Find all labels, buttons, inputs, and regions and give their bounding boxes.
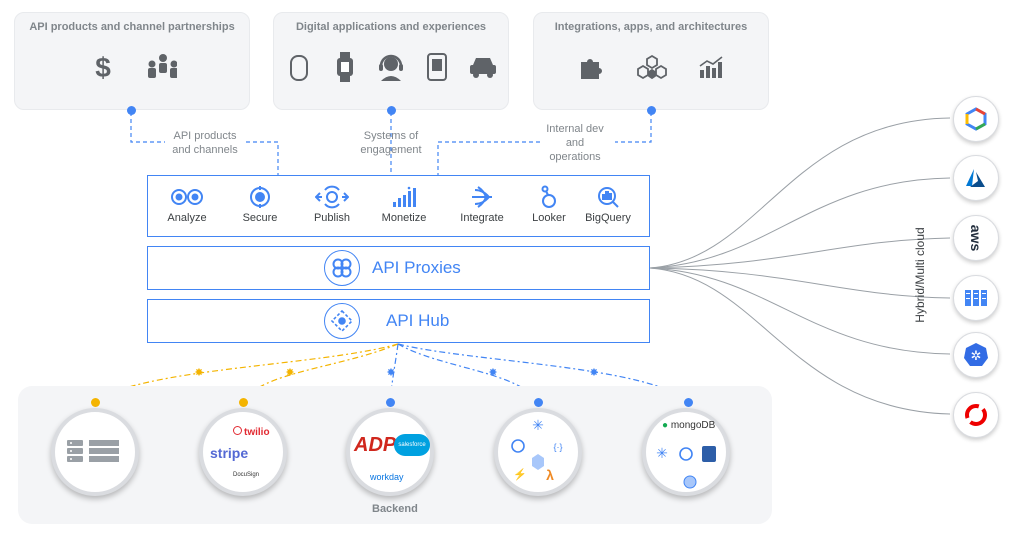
svg-text:λ: λ xyxy=(546,467,554,483)
top-box-digital-apps: Digital applications and experiences xyxy=(273,12,509,110)
top-box-title: API products and channel partnerships xyxy=(29,21,235,33)
connector-dot xyxy=(386,398,395,407)
top-box-title: Digital applications and experiences xyxy=(295,21,487,33)
connector-dot xyxy=(534,398,543,407)
capability-secure[interactable]: Secure xyxy=(230,184,290,224)
dollar-icon: $ xyxy=(87,51,119,83)
capability-looker[interactable]: Looker xyxy=(519,184,579,224)
connector-dot xyxy=(91,398,100,407)
backend-cloud-services[interactable]: ✳ {·} ⚡ λ xyxy=(494,408,582,496)
aws-icon[interactable]: aws xyxy=(953,215,999,261)
connector-gear-icon: ✸ xyxy=(488,367,497,379)
docusign-logo: DocuSign xyxy=(233,472,260,478)
capabilities-panel: Analyze Secure Publish Monetize Integrat… xyxy=(147,175,650,237)
smartwatch-icon xyxy=(329,51,361,83)
api-hub-band[interactable]: API Hub xyxy=(147,299,650,343)
bar-chart-icon xyxy=(695,51,727,83)
google-cloud-icon[interactable] xyxy=(953,96,999,142)
svg-text:⚡: ⚡ xyxy=(513,468,527,481)
twilio-logo: twilio xyxy=(233,426,270,438)
backend-label: Backend xyxy=(372,503,418,515)
stripe-logo: stripe xyxy=(210,445,249,461)
workday-logo: workday xyxy=(370,472,404,482)
tablet-icon xyxy=(421,51,453,83)
openshift-icon[interactable] xyxy=(953,392,999,438)
smart-speaker-icon xyxy=(283,51,315,83)
top-box-title: Integrations, apps, and architectures xyxy=(554,21,748,33)
api-proxies-circle xyxy=(324,250,360,286)
connector-dot xyxy=(647,106,656,115)
api-proxies-band[interactable]: API Proxies xyxy=(147,246,650,290)
connector-dot xyxy=(684,398,693,407)
connector-gear-icon: ✸ xyxy=(589,367,598,379)
connector-gear-icon: ✸ xyxy=(285,367,294,379)
backend-saas[interactable]: ADP salesforce workday xyxy=(346,408,434,496)
salesforce-logo: salesforce xyxy=(394,434,430,456)
capability-monetize[interactable]: Monetize xyxy=(374,184,434,224)
connector-dot xyxy=(127,106,136,115)
integrate-icon xyxy=(452,184,512,210)
capability-analyze[interactable]: Analyze xyxy=(157,184,217,224)
backend-servers[interactable] xyxy=(51,408,139,496)
svg-text:$: $ xyxy=(95,52,111,82)
adp-logo: ADP xyxy=(354,434,397,456)
database-icons: ✳ xyxy=(656,445,716,489)
connector-dot xyxy=(239,398,248,407)
connector-label-api-products: API products and channels xyxy=(172,130,238,156)
analyze-icon xyxy=(157,184,217,210)
connector-gear-icon: ✸ xyxy=(386,367,395,379)
bigquery-icon xyxy=(578,184,638,210)
mongodb-leaf-icon: ● xyxy=(662,420,669,431)
api-proxies-label: API Proxies xyxy=(372,258,461,277)
mongodb-logo: ● mongoDB xyxy=(662,420,716,431)
proxies-icon xyxy=(332,258,352,278)
datacenter-icon[interactable] xyxy=(953,275,999,321)
capability-integrate[interactable]: Integrate xyxy=(452,184,512,224)
svg-text:✲: ✲ xyxy=(971,348,982,363)
twilio-icon xyxy=(233,426,242,435)
secure-icon xyxy=(230,184,290,210)
puzzle-icon xyxy=(575,51,607,83)
hub-icon xyxy=(330,309,354,333)
svg-text:✳: ✳ xyxy=(532,417,544,433)
connector-label-internal-dev: Internal dev and operations xyxy=(546,123,604,163)
looker-icon xyxy=(519,184,579,210)
azure-icon[interactable] xyxy=(953,155,999,201)
top-box-integrations: Integrations, apps, and architectures xyxy=(533,12,769,110)
svg-text:✳: ✳ xyxy=(656,445,668,461)
api-hub-circle xyxy=(324,303,360,339)
hexagon-network-icon xyxy=(635,51,667,83)
publish-icon xyxy=(302,184,362,210)
capability-publish[interactable]: Publish xyxy=(302,184,362,224)
top-box-api-products: API products and channel partnerships $ xyxy=(14,12,250,110)
connector-gear-icon: ✸ xyxy=(194,367,203,379)
people-icon xyxy=(145,51,177,83)
monetize-icon xyxy=(374,184,434,210)
car-icon xyxy=(467,51,499,83)
connector-dot xyxy=(387,106,396,115)
svg-text:{·}: {·} xyxy=(553,442,562,452)
headset-agent-icon xyxy=(375,51,407,83)
kubernetes-icon[interactable]: ✲ xyxy=(953,332,999,378)
backend-payments[interactable]: twilio stripe DocuSign xyxy=(199,408,287,496)
hybrid-multi-cloud-label: Hybrid/Multi cloud xyxy=(913,227,927,323)
connector-label-systems-of-engagement: Systems of engagement xyxy=(360,130,422,156)
backend-databases[interactable]: ● mongoDB ✳ xyxy=(642,408,730,496)
server-rack-icon xyxy=(67,440,119,462)
api-hub-label: API Hub xyxy=(386,311,450,330)
capability-bigquery[interactable]: BigQuery xyxy=(578,184,638,224)
cloud-services-icon: ✳ {·} ⚡ λ xyxy=(511,417,563,483)
